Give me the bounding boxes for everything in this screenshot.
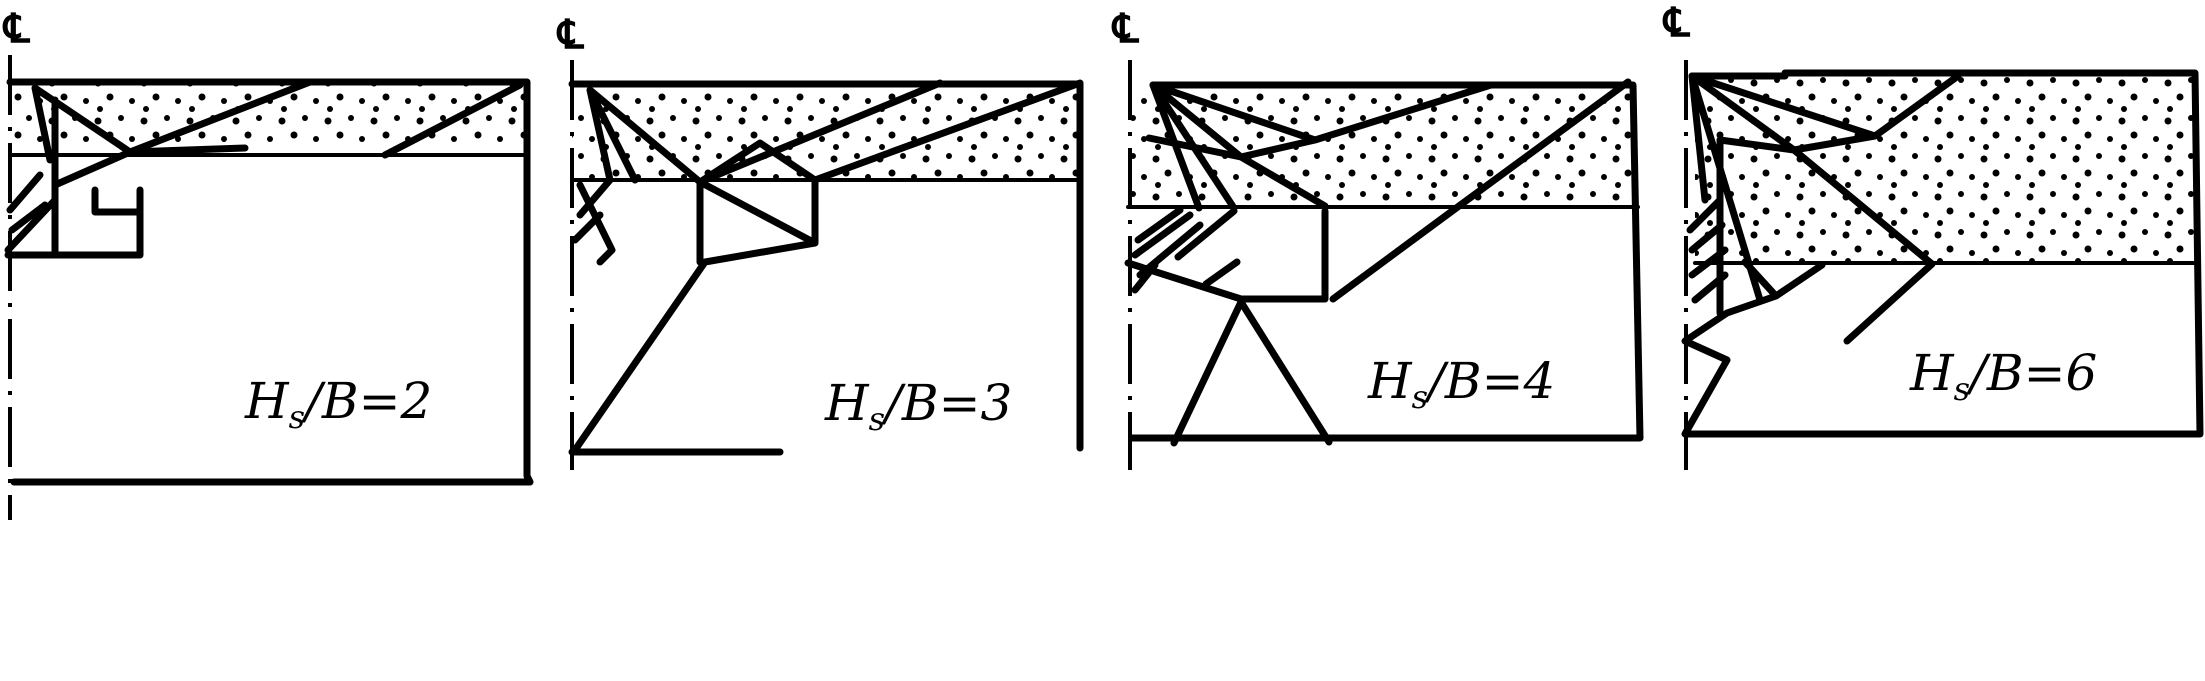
ratio-label: Hs/B=2 [244, 372, 432, 436]
sand-layer [10, 82, 527, 144]
crack-pattern [1124, 78, 1632, 447]
ratio-label: Hs/B=4 [1367, 352, 1555, 416]
crack-pattern [1681, 72, 1962, 438]
ratio-label: Hs/B=6 [1909, 344, 2097, 408]
crack-pattern [4, 78, 524, 259]
ratio-label: Hs/B=3 [824, 374, 1012, 438]
model-boundary [1684, 69, 2204, 438]
model-boundary [1128, 81, 1644, 442]
centerline-symbol: ℄ [1111, 5, 1140, 52]
panel-hs-b-6: ℄ Hs/B=6 [1662, 0, 2204, 470]
panel-hs-b-4: ℄ Hs/B=4 [1111, 5, 1644, 470]
panel-hs-b-2: ℄ Hs/B=2 [2, 5, 534, 520]
crack-pattern [571, 79, 1084, 454]
centerline-symbol: ℄ [1662, 0, 1691, 46]
centerline-symbol: ℄ [556, 11, 585, 58]
panel-hs-b-3: ℄ Hs/B=3 [556, 11, 1084, 470]
centerline-symbol: ℄ [2, 5, 31, 52]
model-boundary [6, 78, 534, 486]
